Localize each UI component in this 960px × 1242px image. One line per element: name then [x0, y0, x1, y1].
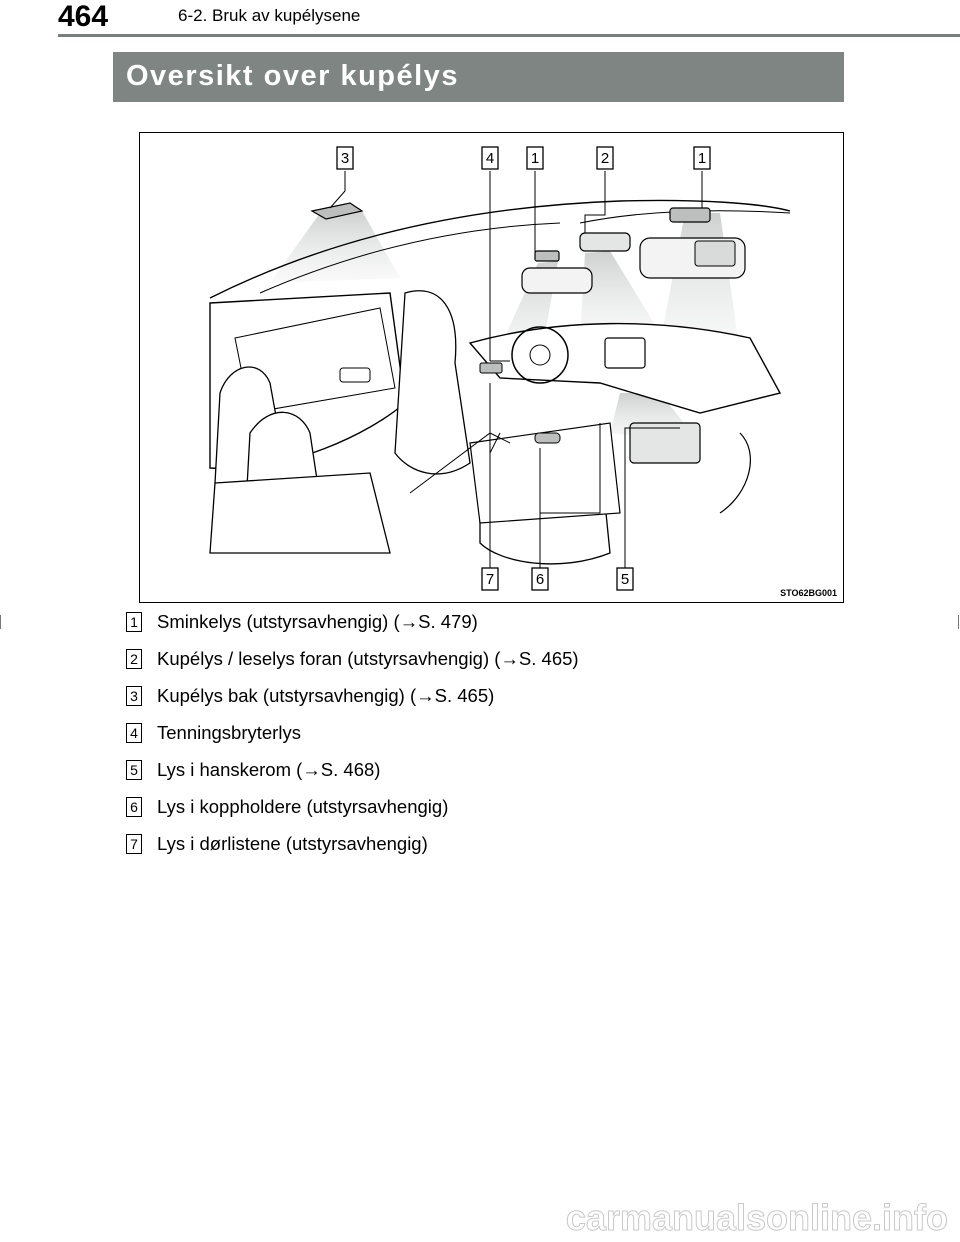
legend-item: 7 Lys i dørlistene (utstyrsavhengig)	[126, 828, 826, 858]
legend-text: Lys i dørlistene (utstyrsavhengig)	[157, 833, 428, 854]
legend-text: Lys i hanskerom (→S. 468)	[157, 759, 381, 780]
section-title-bar: Oversikt over kupélys	[113, 52, 844, 102]
interior-lights-figure: 3 4 1 2 1 7	[139, 132, 844, 603]
callout-1a: 1	[526, 146, 544, 170]
section-title: Oversikt over kupélys	[126, 60, 459, 92]
callout-3: 3	[336, 146, 354, 170]
crop-mark-left	[0, 615, 1, 629]
legend-item: 5 Lys i hanskerom (→S. 468)	[126, 754, 826, 784]
front-light-beam-2	[580, 251, 660, 338]
callouts-bottom: 7 6 5	[481, 567, 634, 591]
rear-room-light	[310, 202, 364, 220]
vanity-light-left	[534, 250, 560, 262]
legend-marker: 2	[126, 649, 142, 669]
callout-5-label: 5	[621, 571, 629, 588]
callout-1b-label: 1	[698, 150, 706, 167]
callout-6: 6	[531, 567, 549, 591]
legend-marker: 4	[126, 723, 142, 743]
legend-item: 6 Lys i koppholdere (utstyrsavhengig)	[126, 791, 826, 821]
running-header: 6-2. Bruk av kupélysene	[178, 6, 361, 25]
steering-wheel	[511, 326, 569, 384]
crop-mark-right	[958, 615, 959, 629]
watermark: carmanualsonline.info	[565, 1197, 948, 1239]
callout-3-label: 3	[341, 150, 349, 167]
legend-text: Kupélys / leselys foran (utstyrsavhengig…	[157, 648, 579, 669]
callout-6-label: 6	[536, 571, 544, 588]
callout-1b: 1	[693, 146, 711, 170]
callout-7: 7	[481, 567, 499, 591]
header-rule	[58, 34, 960, 37]
callout-2: 2	[596, 146, 614, 170]
car-interior-illustration: 3 4 1 2 1 7	[209, 146, 791, 591]
vanity-light-right	[669, 207, 711, 223]
callout-7-label: 7	[486, 571, 494, 588]
figure-code: STO62BG001	[780, 588, 837, 598]
legend-text: Sminkelys (utstyrsavhengig) (→S. 479)	[157, 611, 478, 632]
legend-item: 1 Sminkelys (utstyrsavhengig) (→S. 479)	[126, 606, 826, 636]
legend-marker: 6	[126, 797, 142, 817]
legend-marker: 1	[126, 612, 142, 632]
legend-item: 3 Kupélys bak (utstyrsavhengig) (→S. 465…	[126, 680, 826, 710]
legend-text: Kupélys bak (utstyrsavhengig) (→S. 465)	[157, 685, 495, 706]
legend-text: Tenningsbryterlys	[157, 722, 301, 743]
legend-marker: 5	[126, 760, 142, 780]
callout-4: 4	[481, 146, 499, 170]
cup-holder-light	[534, 432, 561, 444]
callout-4-label: 4	[486, 150, 494, 167]
watermark-text: carmanualsonline.info	[566, 1197, 948, 1238]
legend-text: Lys i koppholdere (utstyrsavhengig)	[157, 796, 449, 817]
legend-marker: 7	[126, 834, 142, 854]
legend-marker: 3	[126, 686, 142, 706]
legend-item: 2 Kupélys / leselys foran (utstyrsavheng…	[126, 643, 826, 673]
ignition-light	[479, 362, 503, 374]
glovebox	[629, 422, 701, 464]
callout-1a-label: 1	[531, 150, 539, 167]
callouts-top: 3 4 1 2 1	[336, 146, 711, 170]
callout-5: 5	[616, 567, 634, 591]
callout-2-label: 2	[601, 150, 609, 167]
page-number: 464	[58, 0, 109, 33]
legend-item: 4 Tenningsbryterlys	[126, 717, 826, 747]
callout-leaders	[329, 171, 703, 568]
